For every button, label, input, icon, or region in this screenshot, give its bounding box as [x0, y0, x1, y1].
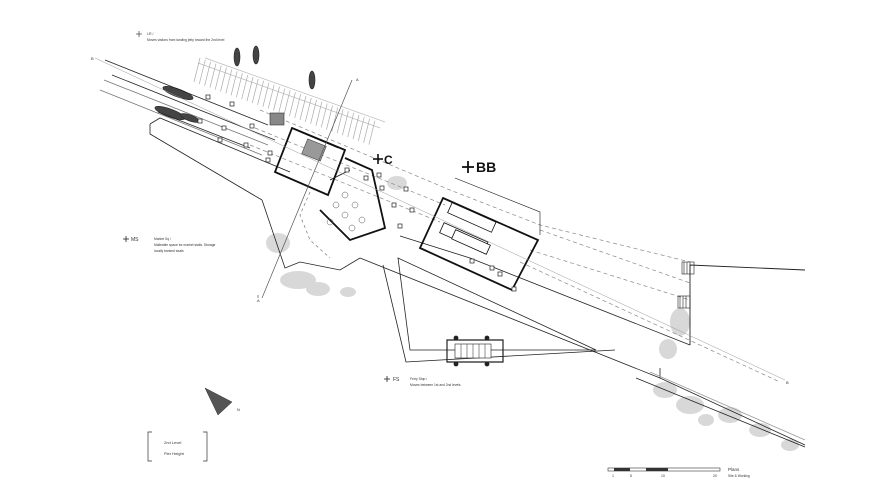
north-label: N	[237, 407, 240, 412]
scale-bar: 1 5 10 20 Plans Site & Working	[607, 467, 750, 478]
stairs-right	[677, 261, 695, 309]
svg-text:Moves visitors from landing je: Moves visitors from landing jetty toward…	[147, 38, 225, 42]
jetty-pile-line	[214, 65, 222, 90]
ramp-hatched-block	[269, 112, 285, 126]
svg-text:Ferry Stop /: Ferry Stop /	[410, 377, 427, 381]
jetty-pile-line	[262, 82, 270, 107]
svg-text:FS: FS	[393, 377, 400, 383]
ferry-stop	[382, 257, 616, 367]
scale-subtitle: Site & Working	[728, 474, 750, 478]
landing-jetty	[193, 57, 386, 145]
jetty-pile-line	[225, 69, 233, 94]
jetty-pile-line	[299, 95, 307, 121]
jetty-pile-line	[193, 57, 201, 83]
jetty-pile-line	[204, 61, 211, 86]
jetty-pile-line	[363, 118, 370, 143]
section-a-bottom-mark: A	[257, 298, 260, 303]
building-c	[265, 126, 415, 259]
jetty-pile-line	[310, 99, 317, 124]
jetty-pile-line	[352, 114, 360, 140]
jetty-pile-line	[230, 71, 238, 96]
scale-title: Plans	[728, 467, 740, 472]
building-bb	[418, 177, 541, 292]
jetty-pile-line	[342, 111, 349, 136]
legend-line-1: 2nd Level	[164, 440, 181, 445]
jetty-pile-line	[326, 105, 333, 130]
jetty-pile-line	[209, 63, 217, 88]
ramp-piers	[197, 94, 273, 156]
jetty-pile-line	[220, 67, 227, 92]
vegetation	[266, 176, 799, 451]
legend-line-2: Pier Height	[164, 451, 185, 456]
jetty-pile-line	[273, 86, 280, 111]
jetty-pile-line	[257, 80, 264, 105]
legend: 2nd Level Pier Height	[147, 431, 208, 462]
jetty-pile-line	[267, 84, 275, 109]
scale-tick-10: 10	[661, 474, 665, 478]
north-arrow-icon: N	[204, 387, 240, 416]
marker-bb: BB	[462, 159, 496, 175]
svg-text:Moves between 1st and 2nd leve: Moves between 1st and 2nd levels	[410, 383, 461, 387]
annotation-fs: FS Ferry Stop / Moves between 1st and 2n…	[384, 376, 461, 387]
scale-tick-5: 5	[630, 474, 632, 478]
svg-text:Market Sq /: Market Sq /	[154, 237, 171, 241]
scale-tick-20: 20	[713, 474, 717, 478]
section-lines	[94, 57, 786, 381]
jetty-pile-line	[236, 73, 243, 98]
circulation-lines	[249, 109, 781, 383]
jetty-pile-line	[347, 113, 355, 138]
svg-text:BB: BB	[476, 159, 496, 175]
jetty-pile-line	[278, 88, 286, 113]
marker-c: C	[373, 153, 393, 167]
jetty-pile-line	[294, 94, 302, 119]
jetty-pile-line	[368, 120, 376, 145]
jetty-pile-line	[320, 103, 328, 128]
jetty-pile-line	[315, 101, 323, 126]
jetty-pile-line	[357, 116, 365, 141]
svg-text:C: C	[384, 153, 393, 167]
jetty-pile-line	[198, 59, 206, 84]
svg-text:Malleable space for market sta: Malleable space for market stalls. Stora…	[154, 243, 216, 247]
annotation-ms: MS Market Sq / Malleable space for marke…	[123, 236, 216, 253]
jetty-pile-line	[251, 78, 259, 103]
jetty-pile-line	[304, 97, 312, 122]
section-b-right-mark: B	[786, 380, 789, 385]
jetty-pile-line	[241, 75, 249, 100]
svg-text:locally banked seats: locally banked seats	[154, 249, 184, 253]
jetty-pile-line	[283, 90, 291, 115]
jetty-pile-line	[336, 109, 344, 134]
jetty-pile-line	[246, 76, 254, 102]
scale-tick-1: 1	[612, 474, 614, 478]
jetty-pile-line	[289, 92, 296, 117]
annotation-lr: LR / Moves visitors from landing jetty t…	[136, 31, 225, 42]
section-a-top-mark: A	[356, 77, 359, 82]
promenade	[99, 59, 806, 448]
svg-text:MS: MS	[131, 237, 139, 243]
boats	[154, 45, 316, 123]
svg-text:LR /: LR /	[147, 32, 153, 36]
section-b-left-mark: B	[91, 56, 94, 61]
